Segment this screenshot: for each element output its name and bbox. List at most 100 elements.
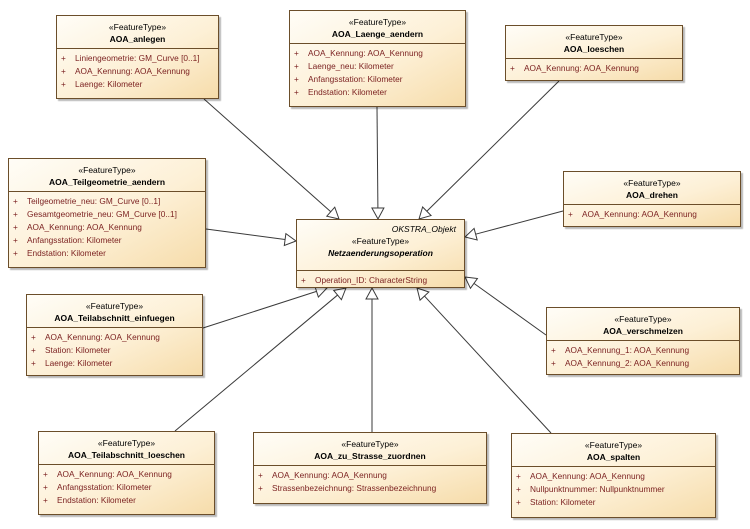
attribute-row: +Strassenbezeichnung: Strassenbezeichnun… (258, 483, 437, 493)
attribute-row: +Laenge: Kilometer (31, 358, 113, 368)
stereotype-label: «FeatureType» (108, 22, 167, 32)
attribute-list: +AOA_Kennung_1: AOA_Kennung +AOA_Kennung… (547, 341, 739, 370)
attribute-row: +AOA_Kennung: AOA_Kennung (31, 332, 160, 342)
class-name: Netzaenderungsoperation (328, 248, 433, 258)
attribute-list: +Operation_ID: CharacterString (297, 271, 464, 287)
generalization-arrowhead-spalten (416, 287, 430, 302)
class-name: AOA_loeschen (563, 44, 625, 54)
stereotype-label: «FeatureType» (341, 439, 399, 449)
attribute-row: +AOA_Kennung: AOA_Kennung (13, 222, 142, 232)
class-header: «FeatureType» AOA_Teilgeometrie_aendern (9, 159, 205, 192)
class-header: «FeatureType» AOA_anlegen (57, 16, 218, 49)
attribute-row: +Operation_ID: CharacterString (301, 275, 428, 285)
attribute-row: +Endstation: Kilometer (43, 495, 136, 505)
class-aoa-drehen[interactable]: «FeatureType» AOA_drehen +AOA_Kennung: A… (563, 171, 741, 227)
class-header: «FeatureType» AOA_Teilabschnitt_einfuege… (27, 295, 202, 328)
class-name: AOA_Laenge_aendern (331, 29, 424, 39)
class-name: AOA_zu_Strasse_zuordnen (314, 451, 426, 461)
generalization-line-teilgeo (205, 228, 286, 241)
class-name: AOA_Teilabschnitt_loeschen (68, 450, 185, 460)
class-name: AOA_Teilabschnitt_einfuegen (54, 313, 175, 323)
attribute-list: +Liniengeometrie: GM_Curve [0..1] +AOA_K… (57, 49, 218, 91)
stereotype-label: «FeatureType» (78, 165, 136, 175)
attribute-row: +AOA_Kennung: AOA_Kennung (516, 471, 645, 481)
class-name: AOA_verschmelzen (603, 326, 683, 336)
class-name: AOA_drehen (626, 190, 678, 200)
generalization-arrowhead-anlegen (325, 206, 340, 220)
class-header: OKSTRA_Objekt «FeatureType» Netzaenderun… (297, 220, 464, 271)
attribute-row: +Endstation: Kilometer (294, 87, 387, 97)
generalization-line-drehen (475, 210, 564, 235)
class-aoa-verschmelzen[interactable]: «FeatureType» AOA_verschmelzen +AOA_Kenn… (546, 307, 740, 375)
attribute-list: +AOA_Kennung: AOA_Kennung (564, 205, 740, 221)
class-name: AOA_Teilgeometrie_aendern (48, 177, 166, 187)
stereotype-label: «FeatureType» (85, 301, 144, 311)
stereotype-label: «FeatureType» (348, 17, 407, 27)
attribute-row: +Anfangsstation: Kilometer (43, 482, 152, 492)
generalization-arrowhead-tloeschen (332, 287, 347, 301)
class-aoa-teilabschnitt-einfuegen[interactable]: «FeatureType» AOA_Teilabschnitt_einfuege… (26, 294, 203, 376)
attribute-list: +AOA_Kennung: AOA_Kennung (506, 59, 682, 75)
generalization-line-verschmelzen (473, 282, 547, 336)
attribute-row: +Laenge: Kilometer (61, 79, 143, 89)
attribute-list: +AOA_Kennung: AOA_Kennung +Strassenbezei… (254, 466, 486, 495)
generalization-arrowhead-teilgeo (283, 232, 298, 247)
generalization-arrowhead-drehen (463, 227, 478, 241)
stereotype-label: «FeatureType» (614, 314, 672, 324)
attribute-list: +AOA_Kennung: AOA_Kennung +Station: Kilo… (27, 328, 202, 370)
attribute-list: +Teilgeometrie_neu: GM_Curve [0..1] +Ges… (9, 192, 205, 260)
generalization-line-tloeschen (174, 294, 338, 432)
generalization-arrowhead-verschmelzen (464, 276, 479, 290)
class-netzaenderungsoperation[interactable]: OKSTRA_Objekt «FeatureType» Netzaenderun… (296, 219, 465, 288)
class-name: AOA_spalten (586, 452, 641, 462)
attribute-row: +Endstation: Kilometer (13, 248, 106, 258)
attribute-row: +AOA_Kennung: AOA_Kennung (568, 209, 697, 219)
package-name: OKSTRA_Objekt (391, 224, 456, 234)
class-header: «FeatureType» AOA_verschmelzen (547, 308, 739, 341)
attribute-row: +AOA_Kennung_1: AOA_Kennung (551, 345, 690, 355)
class-aoa-teilabschnitt-loeschen[interactable]: «FeatureType» AOA_Teilabschnitt_loeschen… (38, 431, 215, 515)
generalization-arrowhead-strasse (365, 286, 379, 300)
attribute-list: +AOA_Kennung: AOA_Kennung +Nullpunktnumm… (512, 467, 715, 509)
attribute-row: +Anfangsstation: Kilometer (13, 235, 122, 245)
generalization-arrowhead-loeschen (418, 206, 432, 220)
attribute-list: +AOA_Kennung: AOA_Kennung +Laenge_neu: K… (290, 44, 465, 99)
class-header: «FeatureType» AOA_drehen (564, 172, 740, 205)
stereotype-label: «FeatureType» (565, 32, 623, 42)
generalization-line-einfuegen (202, 290, 317, 329)
stereotype-label: «FeatureType» (623, 178, 681, 188)
stereotype-label: «FeatureType» (351, 236, 410, 246)
generalization-line-laenge (376, 106, 379, 209)
attribute-row: +AOA_Kennung: AOA_Kennung (258, 470, 387, 480)
attribute-row: +Laenge_neu: Kilometer (294, 61, 394, 71)
class-header: «FeatureType» AOA_Laenge_aendern (290, 11, 465, 44)
attribute-row: +Nullpunktnummer: Nullpunktnummer (516, 484, 665, 494)
attribute-row: +AOA_Kennung: AOA_Kennung (61, 66, 190, 76)
attribute-row: +Station: Kilometer (516, 497, 596, 507)
attribute-row: +AOA_Kennung_2: AOA_Kennung (551, 358, 690, 368)
generalization-line-spalten (424, 295, 552, 434)
class-aoa-anlegen[interactable]: «FeatureType» AOA_anlegen +Liniengeometr… (56, 15, 219, 99)
class-header: «FeatureType» AOA_loeschen (506, 26, 682, 59)
generalization-line-anlegen (203, 98, 332, 213)
generalization-line-loeschen (426, 80, 560, 212)
attribute-row: +AOA_Kennung: AOA_Kennung (294, 48, 423, 58)
stereotype-label: «FeatureType» (584, 440, 643, 450)
class-aoa-spalten[interactable]: «FeatureType» AOA_spalten +AOA_Kennung: … (511, 433, 716, 518)
stereotype-label: «FeatureType» (97, 438, 156, 448)
class-aoa-zu-strasse-zuordnen[interactable]: «FeatureType» AOA_zu_Strasse_zuordnen +A… (253, 432, 487, 504)
attribute-row: +Station: Kilometer (31, 345, 111, 355)
class-aoa-loeschen[interactable]: «FeatureType» AOA_loeschen +AOA_Kennung:… (505, 25, 683, 81)
attribute-row: +Anfangsstation: Kilometer (294, 74, 403, 84)
class-aoa-laenge-aendern[interactable]: «FeatureType» AOA_Laenge_aendern +AOA_Ke… (289, 10, 466, 107)
attribute-row: +Gesamtgeometrie_neu: GM_Curve [0..1] (13, 209, 177, 219)
attribute-list: +AOA_Kennung: AOA_Kennung +Anfangsstatio… (39, 465, 214, 507)
attribute-row: +Teilgeometrie_neu: GM_Curve [0..1] (13, 196, 161, 206)
class-name: AOA_anlegen (109, 34, 166, 44)
class-header: «FeatureType» AOA_Teilabschnitt_loeschen (39, 432, 214, 465)
generalization-arrowhead-laenge (371, 207, 385, 221)
class-aoa-teilgeometrie-aendern[interactable]: «FeatureType» AOA_Teilgeometrie_aendern … (8, 158, 206, 268)
class-header: «FeatureType» AOA_spalten (512, 434, 715, 467)
attribute-row: +AOA_Kennung: AOA_Kennung (510, 63, 639, 73)
